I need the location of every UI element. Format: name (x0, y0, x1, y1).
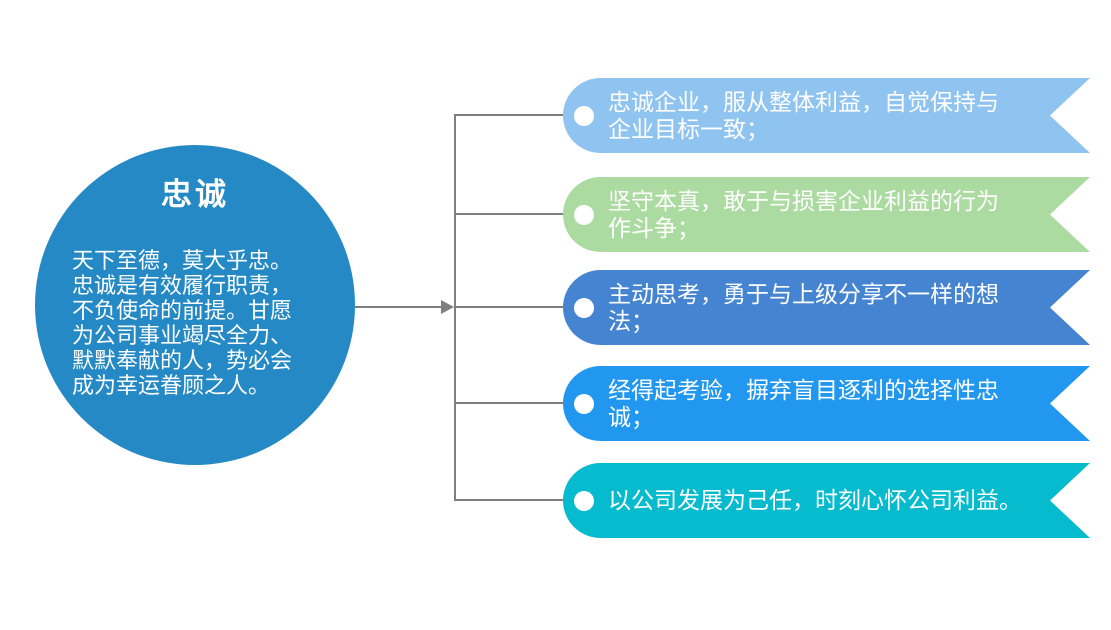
loyalty-circle: 忠诚 天下至德，莫大乎忠。 忠诚是有效履行职责， 不负使命的前提。甘愿 为公司事… (35, 145, 355, 465)
banner-item: 以公司发展为己任，时刻心怀公司利益。 (563, 463, 1090, 538)
banner-item: 主动思考，勇于与上级分享不一样的想 法； (563, 270, 1090, 345)
bullet-dot-icon (574, 298, 594, 318)
bullet-dot-icon (574, 491, 594, 511)
banner-text-line: 企业目标一致； (608, 115, 769, 142)
circle-body-line: 成为幸运眷顾之人。 (72, 373, 271, 398)
connector-branch-line (454, 499, 564, 501)
circle-body-line: 为公司事业竭尽全力、 (72, 323, 293, 348)
bullet-dot-icon (574, 394, 594, 414)
connector-main-line (355, 306, 442, 308)
banner-item: 经得起考验，摒弃盲目逐利的选择性忠 诚； (563, 366, 1090, 441)
banner-item: 忠诚企业，服从整体利益，自觉保持与 企业目标一致； (563, 78, 1090, 153)
banner-text-line: 主动思考，勇于与上级分享不一样的想 (608, 280, 999, 307)
connector-branch-line (454, 402, 564, 404)
bullet-dot-icon (574, 205, 594, 225)
circle-body-line: 忠诚是有效履行职责， (72, 273, 293, 298)
connector-branch-line (454, 306, 564, 308)
banner-text-line: 诚； (608, 403, 654, 430)
banner-text-line: 以公司发展为己任，时刻心怀公司利益。 (608, 487, 1022, 513)
circle-body-line: 默默奉献的人，势必会 (72, 348, 293, 373)
banner-text: 坚守本真，敢于与损害企业利益的行为 作斗争； (608, 188, 999, 242)
banner-text-line: 法； (608, 307, 654, 334)
banner-text-line: 经得起考验，摒弃盲目逐利的选择性忠 (608, 376, 999, 403)
banner-text-line: 作斗争； (608, 214, 700, 241)
circle-title: 忠诚 (161, 177, 229, 212)
arrow-right-icon (441, 300, 454, 314)
connector-branch-line (454, 114, 564, 116)
bullet-dot-icon (574, 106, 594, 126)
circle-body-line: 天下至德，莫大乎忠。 (72, 248, 293, 273)
banner-text: 经得起考验，摒弃盲目逐利的选择性忠 诚； (608, 377, 999, 431)
banner-text: 主动思考，勇于与上级分享不一样的想 法； (608, 281, 999, 335)
banner-item: 坚守本真，敢于与损害企业利益的行为 作斗争； (563, 177, 1090, 252)
circle-body-line: 不负使命的前提。甘愿 (72, 298, 293, 323)
circle-body: 天下至德，莫大乎忠。 忠诚是有效履行职责， 不负使命的前提。甘愿 为公司事业竭尽… (35, 248, 355, 398)
connector-branch-line (454, 213, 564, 215)
banner-text: 以公司发展为己任，时刻心怀公司利益。 (608, 487, 1022, 514)
banner-text-line: 坚守本真，敢于与损害企业利益的行为 (608, 187, 999, 214)
banner-text-line: 忠诚企业，服从整体利益，自觉保持与 (608, 88, 999, 115)
banner-text: 忠诚企业，服从整体利益，自觉保持与 企业目标一致； (608, 89, 999, 143)
